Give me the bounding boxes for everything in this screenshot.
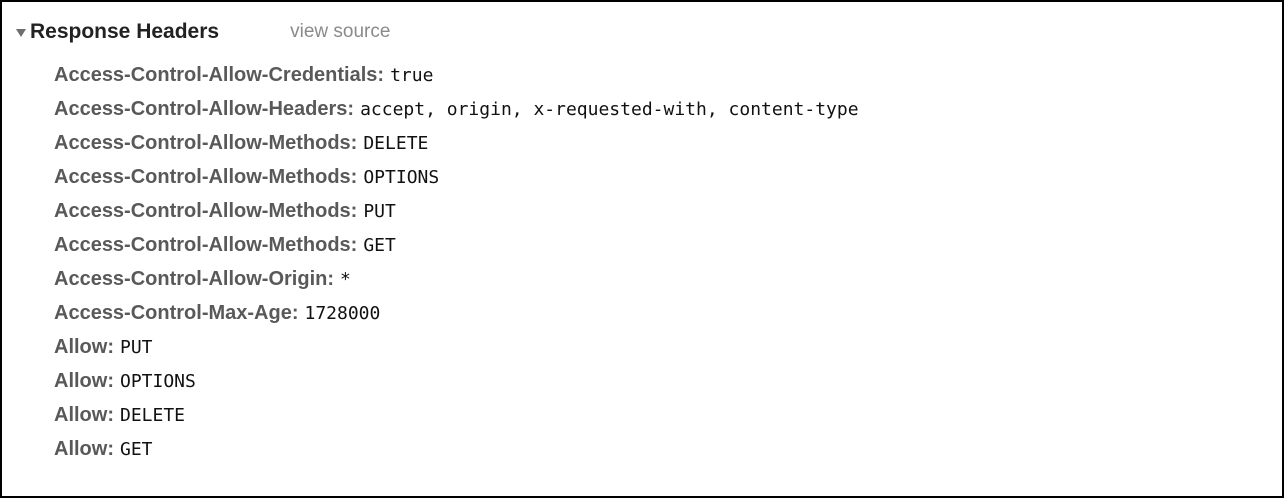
header-value: OPTIONS — [363, 167, 440, 188]
header-name: Access-Control-Allow-Methods: — [54, 200, 358, 222]
header-value: accept, origin, x-requested-with, conten… — [360, 99, 859, 120]
header-name: Access-Control-Allow-Credentials: — [54, 64, 385, 86]
header-row: Access-Control-Allow-Headers:accept, ori… — [54, 92, 859, 126]
header-name: Access-Control-Allow-Headers: — [54, 98, 355, 120]
header-row: Access-Control-Allow-Methods:GET — [54, 228, 859, 262]
header-value: GET — [363, 235, 396, 256]
header-value: OPTIONS — [120, 371, 196, 392]
header-name: Access-Control-Max-Age: — [54, 302, 299, 324]
header-value: true — [390, 65, 434, 86]
header-row: Access-Control-Allow-Methods:OPTIONS — [54, 160, 859, 194]
header-row: Access-Control-Allow-Credentials:true — [54, 58, 859, 92]
header-row: Access-Control-Max-Age:1728000 — [54, 296, 859, 330]
header-row: Allow: DELETE — [54, 398, 859, 432]
header-row: Allow: OPTIONS — [54, 364, 859, 398]
response-headers-section-header[interactable]: Response Headers view source — [16, 18, 390, 46]
header-name: Allow: — [54, 336, 114, 358]
header-value: DELETE — [363, 133, 429, 154]
header-value: GET — [120, 439, 153, 460]
header-row: Access-Control-Allow-Methods:PUT — [54, 194, 859, 228]
header-row: Allow: GET — [54, 432, 859, 466]
header-name: Allow: — [54, 438, 114, 460]
header-name: Allow: — [54, 370, 114, 392]
header-value: DELETE — [120, 405, 186, 426]
header-value: * — [340, 269, 351, 290]
header-name: Access-Control-Allow-Origin: — [54, 268, 335, 290]
triangle-down-icon[interactable] — [16, 29, 26, 37]
view-source-link[interactable]: view source — [290, 21, 391, 42]
section-title[interactable]: Response Headers — [30, 20, 220, 43]
header-name: Access-Control-Allow-Methods: — [54, 166, 358, 188]
header-value: PUT — [363, 201, 396, 222]
header-row: Access-Control-Allow-Methods:DELETE — [54, 126, 859, 160]
header-name: Access-Control-Allow-Methods: — [54, 234, 358, 256]
header-list: Access-Control-Allow-Credentials:true Ac… — [54, 58, 859, 466]
header-row: Access-Control-Allow-Origin:* — [54, 262, 859, 296]
header-value: 1728000 — [304, 303, 381, 324]
header-value: PUT — [120, 337, 153, 358]
header-name: Access-Control-Allow-Methods: — [54, 132, 358, 154]
header-name: Allow: — [54, 404, 114, 426]
header-row: Allow: PUT — [54, 330, 859, 364]
